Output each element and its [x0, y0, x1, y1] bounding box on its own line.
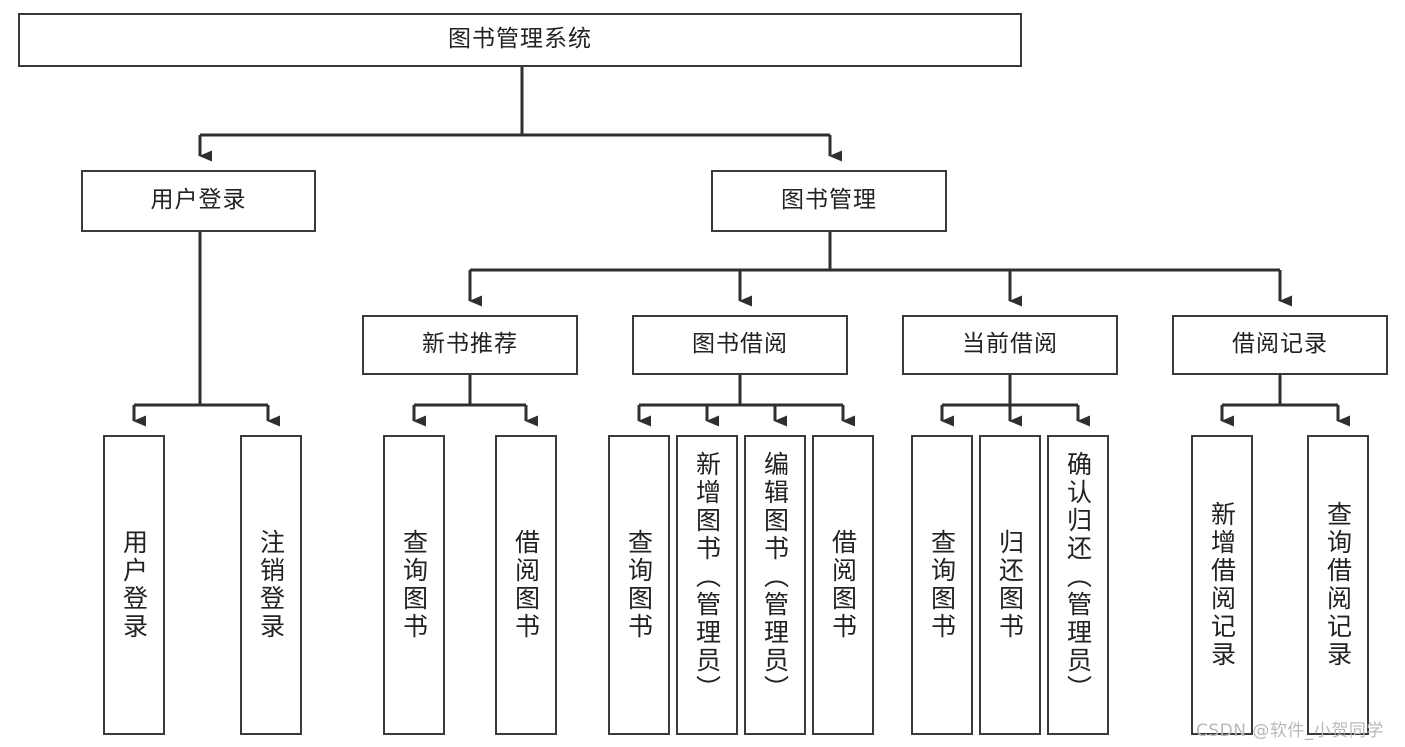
leaf-borrow-query-book[interactable]: 查询图书 [608, 435, 670, 735]
leaf-borrow-edit-book-admin[interactable]: 编辑图书（管理员） [744, 435, 806, 735]
leaf-label: 用户登录 [119, 529, 149, 641]
leaf-label: 查询借阅记录 [1323, 501, 1353, 669]
leaf-recommend-borrow-book[interactable]: 借阅图书 [495, 435, 557, 735]
node-book-borrow[interactable]: 图书借阅 [632, 315, 848, 375]
node-current-borrow-label: 当前借阅 [962, 331, 1058, 358]
leaf-user-login-signin[interactable]: 用户登录 [103, 435, 165, 735]
node-current-borrow[interactable]: 当前借阅 [902, 315, 1118, 375]
leaf-label: 查询图书 [624, 529, 654, 641]
leaf-label: 借阅图书 [511, 529, 541, 641]
leaf-label: 确认归还（管理员） [1063, 451, 1093, 703]
leaf-recommend-query-book[interactable]: 查询图书 [383, 435, 445, 735]
node-borrow-record[interactable]: 借阅记录 [1172, 315, 1388, 375]
leaf-label: 借阅图书 [828, 529, 858, 641]
node-new-book-recommend[interactable]: 新书推荐 [362, 315, 578, 375]
leaf-label: 新增图书（管理员） [692, 451, 722, 703]
node-book-management[interactable]: 图书管理 [711, 170, 947, 232]
leaf-label: 查询图书 [927, 529, 957, 641]
leaf-current-return-book[interactable]: 归还图书 [979, 435, 1041, 735]
leaf-label: 查询图书 [399, 529, 429, 641]
leaf-label: 归还图书 [995, 529, 1025, 641]
leaf-current-confirm-return-admin[interactable]: 确认归还（管理员） [1047, 435, 1109, 735]
leaf-current-query-book[interactable]: 查询图书 [911, 435, 973, 735]
leaf-borrow-add-book-admin[interactable]: 新增图书（管理员） [676, 435, 738, 735]
leaf-record-add-record[interactable]: 新增借阅记录 [1191, 435, 1253, 735]
leaf-label: 新增借阅记录 [1207, 501, 1237, 669]
csdn-watermark: CSDN @软件_小贺同学 [1196, 721, 1384, 741]
node-root[interactable]: 图书管理系统 [18, 13, 1022, 67]
leaf-label: 编辑图书（管理员） [760, 451, 790, 703]
leaf-label: 注销登录 [256, 529, 286, 641]
node-book-management-label: 图书管理 [781, 187, 877, 214]
leaf-record-query-record[interactable]: 查询借阅记录 [1307, 435, 1369, 735]
node-user-login[interactable]: 用户登录 [81, 170, 316, 232]
leaf-borrow-borrow-book[interactable]: 借阅图书 [812, 435, 874, 735]
node-borrow-record-label: 借阅记录 [1232, 331, 1328, 358]
node-user-login-label: 用户登录 [150, 187, 247, 214]
node-new-book-recommend-label: 新书推荐 [422, 331, 518, 358]
leaf-user-login-signout[interactable]: 注销登录 [240, 435, 302, 735]
node-root-label: 图书管理系统 [448, 26, 592, 53]
node-book-borrow-label: 图书借阅 [692, 331, 788, 358]
